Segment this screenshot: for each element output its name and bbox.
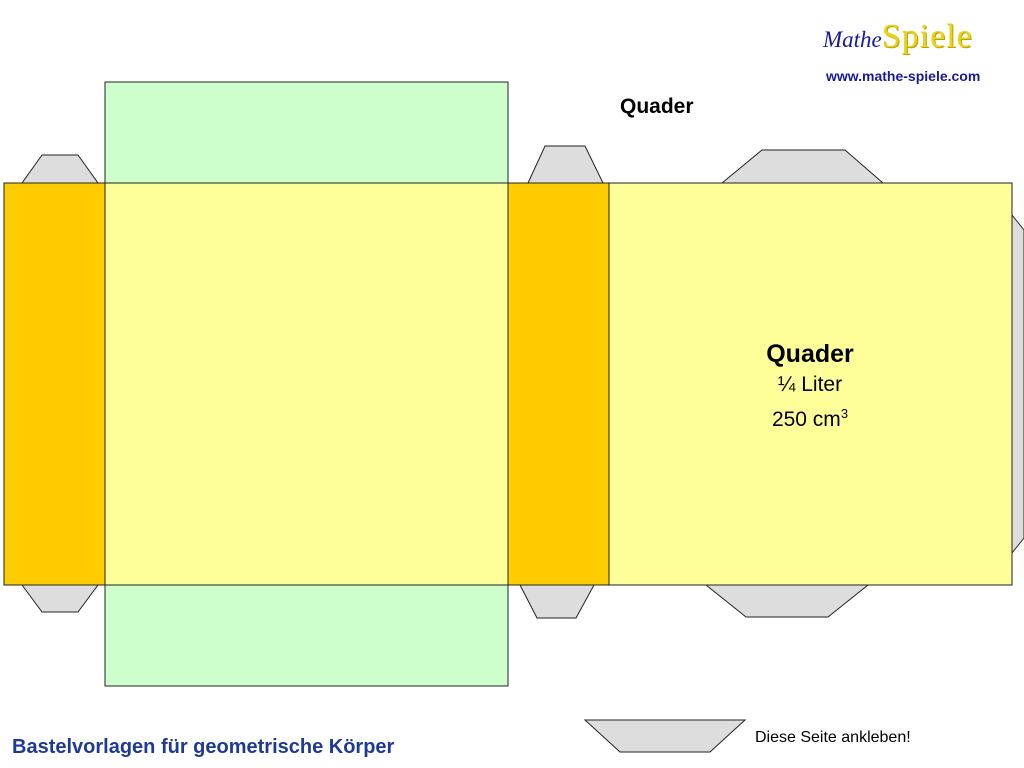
volume-value: 250 cm: [771, 408, 841, 431]
glue-tab-top-right: [720, 149, 885, 184]
website-url: www.mathe-spiele.com: [826, 68, 981, 84]
logo-spiele-text: Spiele: [881, 18, 973, 55]
face-label-title: Quader: [766, 340, 854, 368]
face-label-volume: 250 cm3: [710, 399, 910, 434]
face-top-green: [104, 81, 509, 184]
glue-tab-right-side: [1011, 213, 1024, 555]
face-side-orange-right: [507, 182, 610, 586]
face-front-yellow: [104, 182, 509, 586]
glue-tab-top-left: [21, 154, 99, 184]
face-label: Quader ¼ Liter 250 cm3: [710, 338, 910, 434]
glue-tab-loose: [583, 719, 747, 753]
volume-exponent: 3: [840, 406, 849, 421]
mathe-spiele-logo: MatheSpiele: [823, 18, 973, 56]
face-label-liter: ¼ Liter: [777, 373, 843, 396]
face-back-yellow: [608, 182, 1013, 586]
glue-tab-bottom-right: [704, 584, 870, 618]
page-title: Quader: [620, 95, 694, 118]
footer-caption: Bastelvorlagen für geometrische Körper: [12, 736, 395, 758]
glue-tab-top-middle: [527, 145, 604, 184]
glue-tab-bottom-left: [21, 584, 99, 613]
face-side-orange-left: [3, 182, 106, 586]
logo-mathe-text: Mathe: [823, 27, 882, 52]
glue-instruction: Diese Seite ankleben!: [755, 729, 911, 746]
glue-tab-bottom-middle: [519, 584, 595, 619]
face-bottom-green: [104, 584, 509, 687]
